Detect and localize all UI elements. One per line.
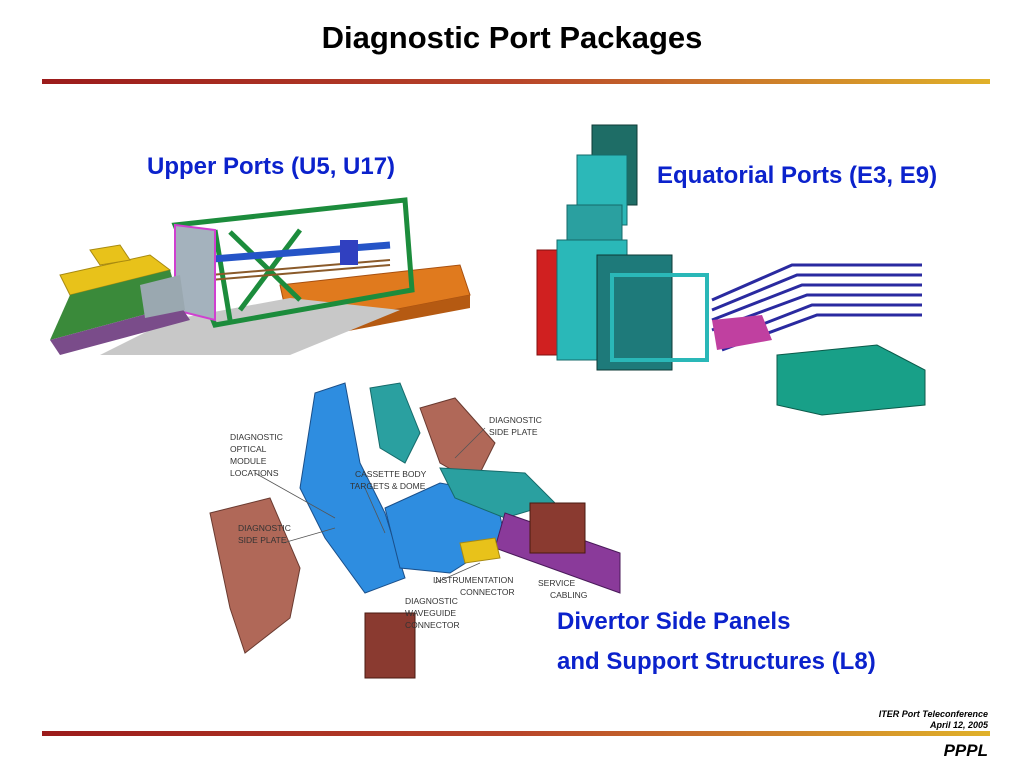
bottom-divider <box>42 731 990 736</box>
waveguide-label-2: WAVEGUIDE <box>405 608 456 618</box>
divertor-caption-line1: Divertor Side Panels <box>557 608 791 635</box>
cassette-label-1: CASSETTE BODY <box>355 469 427 479</box>
divertor-illustration: DIAGNOSTIC OPTICAL MODULE LOCATIONS DIAG… <box>209 382 621 679</box>
instrumentation-label-2: CONNECTOR <box>460 587 515 597</box>
equatorial-port-illustration <box>536 124 926 416</box>
footer-date: April 12, 2005 <box>929 720 988 730</box>
top-divider <box>42 79 990 84</box>
upper-ports-caption: Upper Ports (U5, U17) <box>147 153 396 180</box>
service-cabling-label-1: SERVICE <box>538 578 575 588</box>
upper-port-illustration <box>50 197 471 355</box>
right-side-plate-label-2: SIDE PLATE <box>489 427 538 437</box>
optical-module-label-3: MODULE <box>230 456 267 466</box>
footer-conference: ITER Port Teleconference <box>878 709 988 719</box>
divertor-caption-line2: and Support Structures (L8) <box>557 648 876 675</box>
service-cabling-label-2: CABLING <box>550 590 587 600</box>
left-side-plate-label-1: DIAGNOSTIC <box>238 523 291 533</box>
pppl-logo-text: PPPL <box>943 741 988 760</box>
right-side-plate-label-1: DIAGNOSTIC <box>489 415 542 425</box>
optical-module-label-1: DIAGNOSTIC <box>230 432 283 442</box>
optical-module-label-2: OPTICAL <box>230 444 267 454</box>
optical-module-label-4: LOCATIONS <box>230 468 279 478</box>
instrumentation-label-1: INSTRUMENTATION <box>433 575 513 585</box>
waveguide-label-1: DIAGNOSTIC <box>405 596 458 606</box>
equatorial-ports-caption: Equatorial Ports (E3, E9) <box>657 162 938 189</box>
slide-title: Diagnostic Port Packages <box>321 20 703 55</box>
left-side-plate-label-2: SIDE PLATE <box>238 535 287 545</box>
waveguide-label-3: CONNECTOR <box>405 620 460 630</box>
cassette-label-2: TARGETS & DOME <box>350 481 426 491</box>
